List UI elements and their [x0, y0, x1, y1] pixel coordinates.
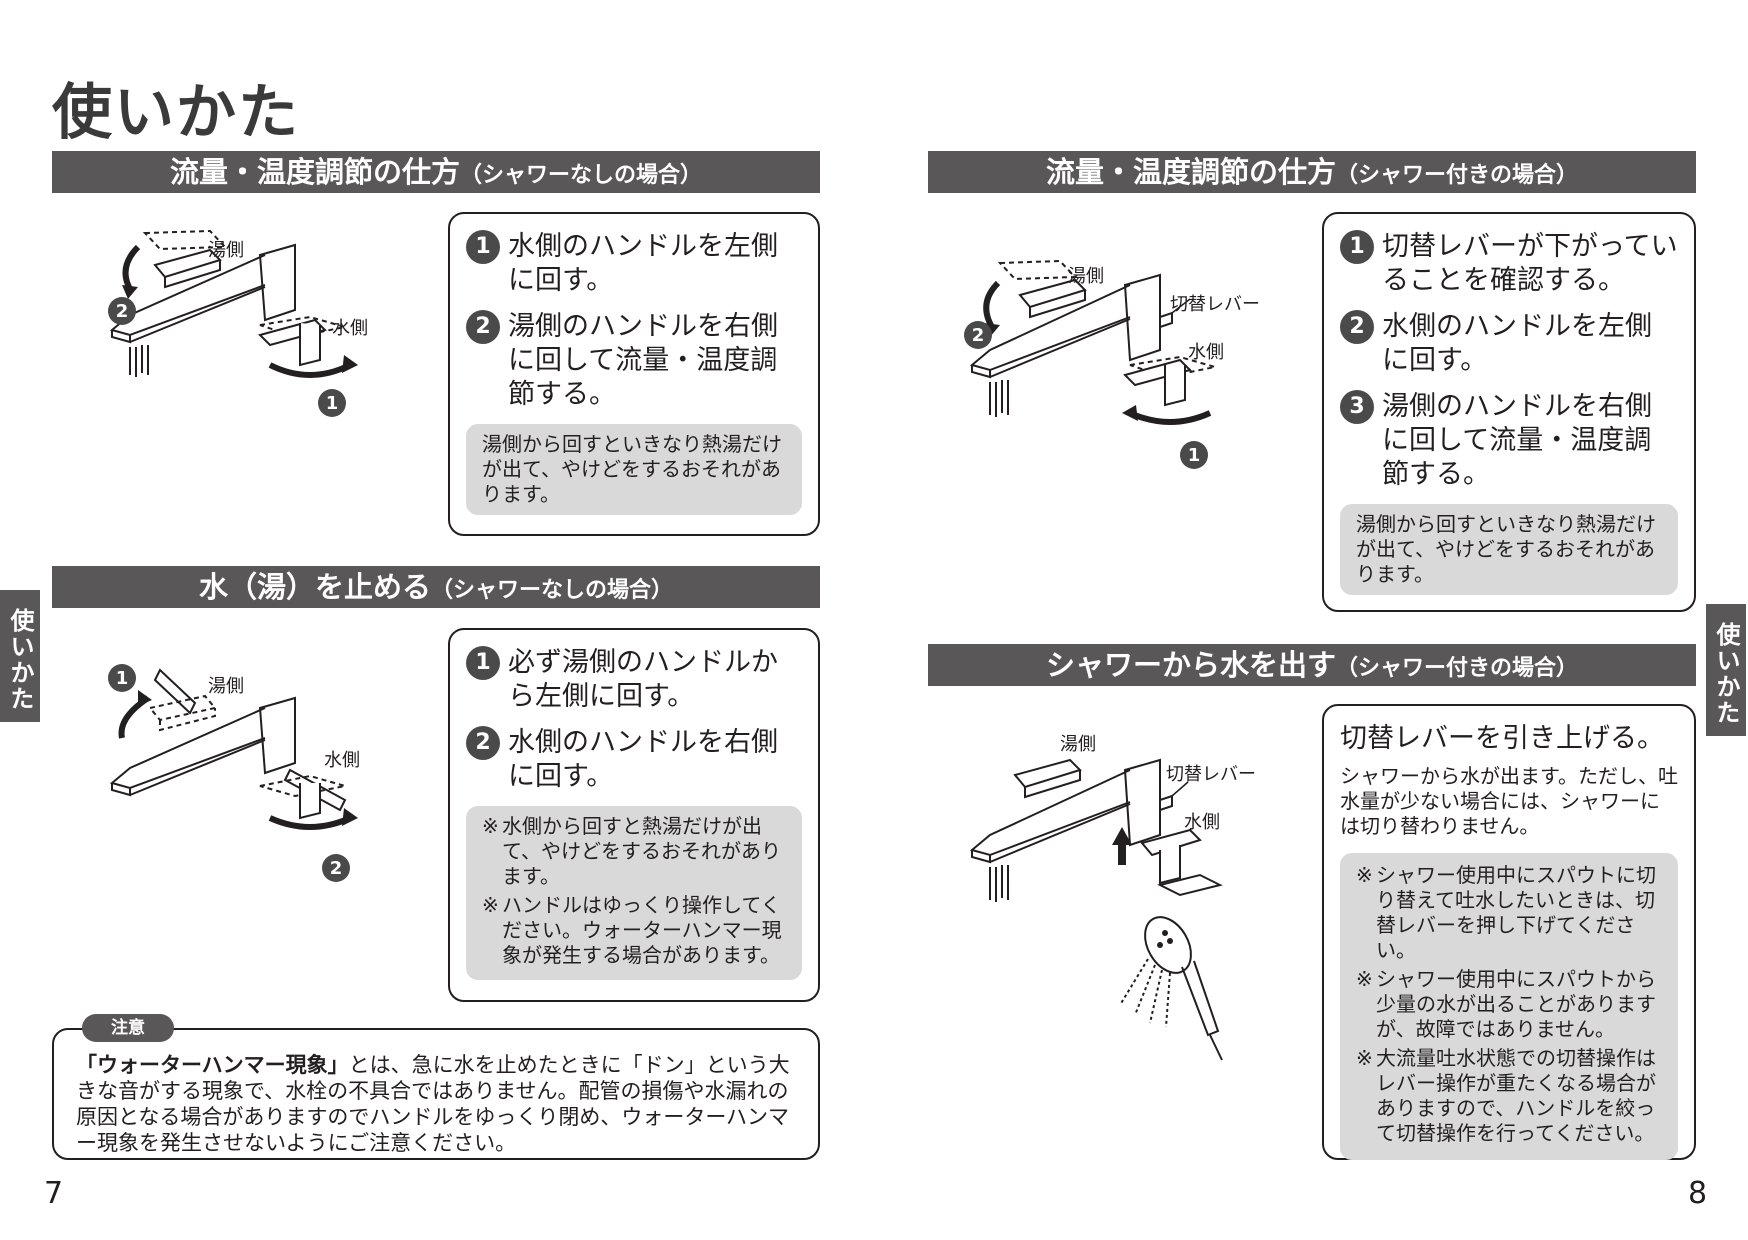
section-header-flow-temp-no-shower: 流量・温度調節の仕方（シャワーなしの場合）	[52, 151, 820, 193]
notes-block: ※水側から回すと熱湯だけが出て、やけどをするおそれがあります。 ※ハンドルはゆっ…	[466, 806, 802, 980]
step-text: 水側のハンドルを右側に回す。	[508, 727, 778, 792]
caution-text: とは、急に水を止めたときに「ドン」という大きな音がする現象で、水栓の不具合ではあ…	[76, 1053, 790, 1155]
hot-side-label: 湯側	[1068, 266, 1104, 287]
steps-box-shower-on: 切替レバーを引き上げる。 シャワーから水が出ます。ただし、吐水量が少ない場合には…	[1322, 704, 1696, 1160]
caution-box: 「ウォーターハンマー現象」とは、急に水を止めたときに「ドン」という大きな音がする…	[52, 1028, 820, 1160]
note-item: ※シャワー使用中にスパウトから少量の水が出ることがありますが、故障ではありません…	[1356, 967, 1662, 1042]
cold-side-label: 水側	[332, 318, 368, 339]
step-number: 1	[466, 646, 500, 680]
faucet-illustration-stop-water: 1 2	[108, 664, 358, 882]
step-1-marker: 1	[326, 393, 339, 414]
instruction-body: シャワーから水が出ます。ただし、吐水量が少ない場合には、シャワーには切り替わりま…	[1340, 764, 1678, 838]
step-number: 1	[466, 230, 500, 264]
note-item: ※ハンドルはゆっくり操作してください。ウォーターハンマー現象が発生する場合があり…	[482, 893, 786, 968]
lever-label: 切替レバー	[1166, 764, 1256, 785]
side-tab-right: 使いかた	[1706, 604, 1746, 736]
note-text: 大流量吐水状態での切替操作はレバー操作が重たくなる場合がありますので、ハンドルを…	[1376, 1046, 1656, 1145]
note-text: ハンドルはゆっくり操作してください。ウォーターハンマー現象が発生する場合がありま…	[502, 893, 782, 967]
notes-block: ※シャワー使用中にスパウトに切り替えて吐水したいときは、切替レバーを押し下げてく…	[1340, 853, 1678, 1160]
step-2-marker: 2	[116, 301, 129, 322]
hot-side-label: 湯側	[208, 676, 244, 697]
hot-side-label: 湯側	[1060, 734, 1096, 755]
caution-label: 注意	[82, 1014, 174, 1042]
cold-side-label: 水側	[1188, 342, 1224, 363]
section-header-flow-temp-with-shower: 流量・温度調節の仕方（シャワー付きの場合）	[928, 151, 1696, 193]
warning-note: 湯側から回すといきなり熱湯だけが出て、やけどをするおそれがあります。	[1340, 504, 1678, 595]
section-header-shower-on: シャワーから水を出す（シャワー付きの場合）	[928, 644, 1696, 686]
section-title: 流量・温度調節の仕方	[169, 155, 460, 189]
step-text: 水側のハンドルを左側に回す。	[508, 231, 778, 296]
caution-term: 「ウォーターハンマー現象」	[76, 1053, 349, 1077]
step-2-marker: 2	[330, 858, 343, 879]
faucet-with-lever-illustration: 2 1	[964, 259, 1216, 469]
step-1-marker: 1	[1188, 445, 1201, 466]
step-text: 水側のハンドルを左側に回す。	[1382, 311, 1652, 376]
section-subtitle: （シャワー付きの場合）	[1336, 163, 1579, 188]
step-number: 2	[1340, 310, 1374, 344]
note-item: ※大流量吐水状態での切替操作はレバー操作が重たくなる場合がありますので、ハンドル…	[1356, 1046, 1662, 1146]
shower-lever-up-illustration	[969, 758, 1223, 1061]
section-header-stop-water-no-shower: 水（湯）を止める（シャワーなしの場合）	[52, 566, 820, 608]
step-text: 必ず湯側のハンドルから左側に回す。	[508, 647, 778, 712]
step-number: 2	[466, 310, 500, 344]
warning-note: 湯側から回すといきなり熱湯だけが出て、やけどをするおそれがあります。	[466, 424, 802, 515]
step-number: 2	[466, 726, 500, 760]
cold-side-label: 水側	[1184, 812, 1220, 833]
step-number: 3	[1340, 390, 1374, 424]
section-subtitle: （シャワーなしの場合）	[431, 578, 674, 603]
page-title: 使いかた	[52, 78, 300, 148]
section-title: 流量・温度調節の仕方	[1045, 155, 1336, 189]
step-text: 切替レバーが下がっていることを確認する。	[1382, 231, 1678, 296]
cold-side-label: 水側	[324, 750, 360, 771]
note-text: シャワー使用中にスパウトに切り替えて吐水したいときは、切替レバーを押し下げてくだ…	[1376, 863, 1656, 962]
step-2-marker: 2	[972, 325, 985, 346]
note-text: 水側から回すと熱湯だけが出て、やけどをするおそれがあります。	[502, 814, 781, 888]
side-tab-left: 使いかた	[0, 590, 40, 722]
note-item: ※シャワー使用中にスパウトに切り替えて吐水したいときは、切替レバーを押し下げてく…	[1356, 863, 1662, 963]
note-item: ※水側から回すと熱湯だけが出て、やけどをするおそれがあります。	[482, 814, 786, 889]
lever-label: 切替レバー	[1170, 294, 1260, 315]
section-title: 水（湯）を止める	[198, 570, 431, 604]
page-number-left: 7	[44, 1176, 64, 1211]
section-subtitle: （シャワーなしの場合）	[460, 163, 703, 188]
hot-side-label: 湯側	[208, 240, 244, 261]
note-text: シャワー使用中にスパウトから少量の水が出ることがありますが、故障ではありません。	[1376, 967, 1656, 1041]
step-number: 1	[1340, 230, 1374, 264]
faucet-illustration-flow-temp-no-shower: 2 1	[108, 229, 358, 417]
instruction-heading: 切替レバーを引き上げる。	[1340, 723, 1664, 754]
step-text: 湯側のハンドルを右側に回して流量・温度調節する。	[1382, 391, 1652, 490]
section-title: シャワーから水を出す	[1045, 648, 1336, 682]
page-number-right: 8	[1688, 1176, 1708, 1211]
step-1-marker: 1	[116, 668, 129, 689]
step-text: 湯側のハンドルを右側に回して流量・温度調節する。	[508, 311, 778, 410]
section-subtitle: （シャワー付きの場合）	[1336, 656, 1579, 681]
